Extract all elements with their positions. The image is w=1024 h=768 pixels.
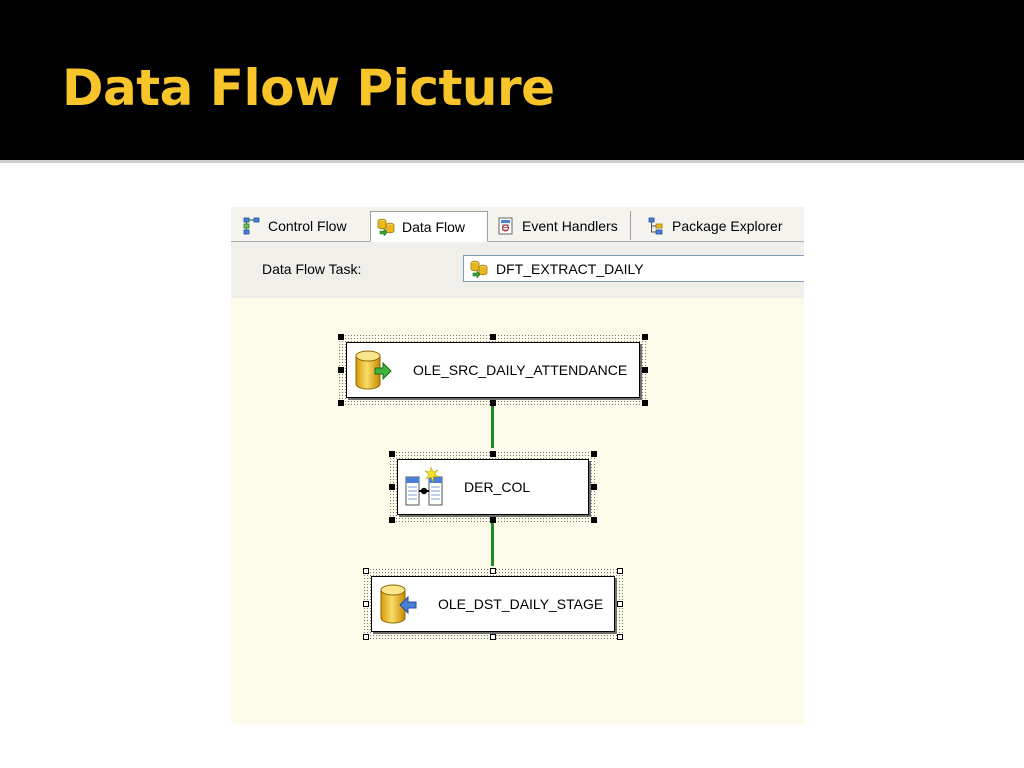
selection-handle[interactable] bbox=[591, 484, 597, 490]
data-path-connector[interactable] bbox=[491, 406, 494, 448]
selection-handle[interactable] bbox=[389, 517, 395, 523]
selection-handle[interactable] bbox=[617, 601, 623, 607]
ole-db-destination-label: OLE_DST_DAILY_STAGE bbox=[438, 596, 604, 612]
selection-handle[interactable] bbox=[338, 400, 344, 406]
title-divider-highlight bbox=[0, 163, 1024, 166]
data-flow-task-label: Data Flow Task: bbox=[262, 261, 362, 277]
derived-column-icon bbox=[404, 465, 444, 509]
selection-handle[interactable] bbox=[642, 367, 648, 373]
selection-handle[interactable] bbox=[389, 451, 395, 457]
package-explorer-icon bbox=[647, 217, 665, 235]
slide-title: Data Flow Picture bbox=[62, 59, 555, 117]
ole-db-source-box[interactable]: OLE_SRC_DAILY_ATTENDANCE bbox=[346, 342, 640, 398]
selection-handle[interactable] bbox=[591, 451, 597, 457]
tab-control-flow[interactable]: Control Flow bbox=[237, 211, 367, 240]
tab-event-handlers-label: Event Handlers bbox=[522, 217, 618, 234]
data-flow-icon bbox=[377, 218, 395, 237]
selection-handle[interactable] bbox=[490, 568, 496, 574]
selection-handle[interactable] bbox=[642, 400, 648, 406]
data-flow-task-bar: Data Flow Task: DFT_EXTRACT_DAILY bbox=[231, 242, 804, 298]
ole-db-source-component[interactable]: OLE_SRC_DAILY_ATTENDANCE bbox=[338, 334, 648, 406]
selection-handle[interactable] bbox=[642, 334, 648, 340]
derived-column-component[interactable]: DER_COL bbox=[389, 451, 597, 523]
tab-data-flow-label: Data Flow bbox=[402, 218, 466, 235]
ole-db-destination-icon bbox=[378, 582, 418, 626]
selection-handle[interactable] bbox=[490, 451, 496, 457]
ole-db-source-icon bbox=[353, 348, 393, 392]
designer-tab-strip: Control Flow Data Flow bbox=[231, 207, 804, 242]
selection-handle[interactable] bbox=[617, 634, 623, 640]
tab-event-handlers[interactable]: Event Handlers bbox=[491, 211, 631, 240]
derived-column-box[interactable]: DER_COL bbox=[397, 459, 589, 515]
selection-handle[interactable] bbox=[617, 568, 623, 574]
data-flow-task-icon bbox=[470, 260, 488, 279]
tab-data-flow[interactable]: Data Flow bbox=[370, 211, 488, 242]
selection-handle[interactable] bbox=[338, 334, 344, 340]
ole-db-destination-box[interactable]: OLE_DST_DAILY_STAGE bbox=[371, 576, 615, 632]
tab-package-explorer[interactable]: Package Explorer bbox=[641, 211, 804, 240]
selection-handle[interactable] bbox=[363, 601, 369, 607]
ole-db-destination-component[interactable]: OLE_DST_DAILY_STAGE bbox=[363, 568, 623, 640]
selection-handle[interactable] bbox=[490, 517, 496, 523]
data-path-connector[interactable] bbox=[491, 523, 494, 566]
control-flow-icon bbox=[243, 217, 261, 235]
data-flow-canvas[interactable]: OLE_SRC_DAILY_ATTENDANCE bbox=[231, 298, 804, 724]
data-flow-task-dropdown[interactable]: DFT_EXTRACT_DAILY bbox=[463, 255, 804, 282]
tab-package-explorer-label: Package Explorer bbox=[672, 217, 783, 234]
ssis-designer-screenshot: Control Flow Data Flow bbox=[231, 207, 804, 724]
selection-handle[interactable] bbox=[363, 634, 369, 640]
title-divider bbox=[0, 160, 1024, 163]
derived-column-label: DER_COL bbox=[464, 479, 531, 495]
selection-handle[interactable] bbox=[490, 634, 496, 640]
selection-handle[interactable] bbox=[490, 400, 496, 406]
selection-handle[interactable] bbox=[389, 484, 395, 490]
event-handlers-icon bbox=[497, 217, 515, 235]
ole-db-source-label: OLE_SRC_DAILY_ATTENDANCE bbox=[413, 362, 628, 378]
selection-handle[interactable] bbox=[591, 517, 597, 523]
tab-control-flow-label: Control Flow bbox=[268, 217, 347, 234]
selection-handle[interactable] bbox=[363, 568, 369, 574]
selection-handle[interactable] bbox=[338, 367, 344, 373]
data-flow-task-value: DFT_EXTRACT_DAILY bbox=[496, 260, 644, 277]
selection-handle[interactable] bbox=[490, 334, 496, 340]
